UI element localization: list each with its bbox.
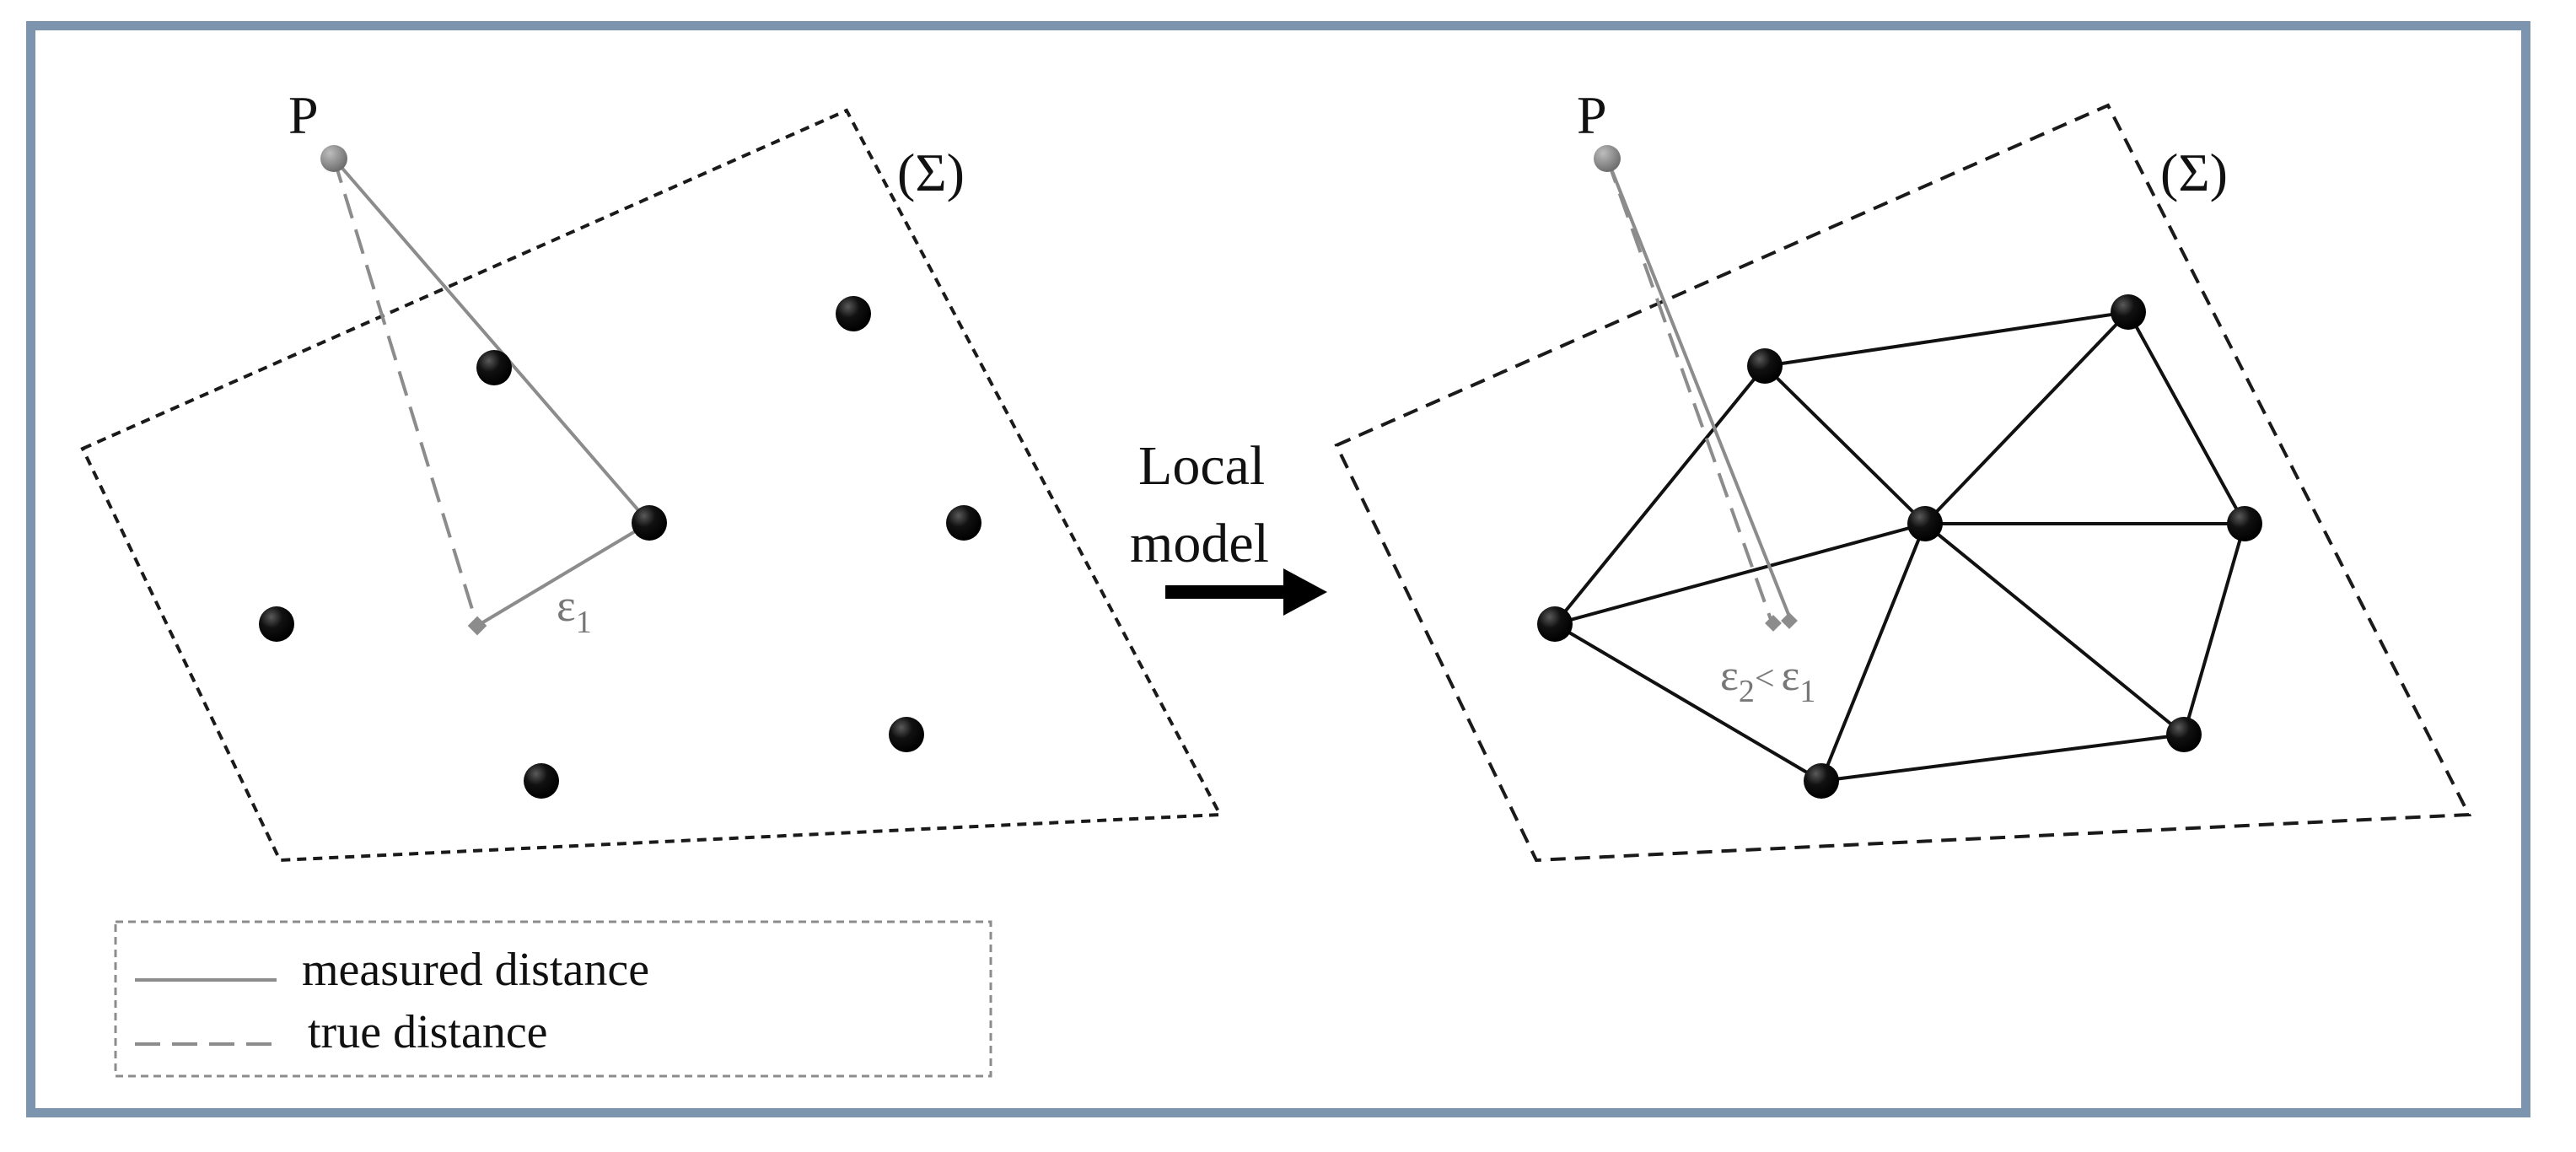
right-surface-boundary [1334, 103, 2472, 863]
transition: Local model [1130, 435, 1327, 616]
left-data-point [632, 505, 667, 541]
left-surface-label: (Σ) [897, 143, 965, 202]
right-data-point [2166, 717, 2202, 752]
right-point-p-label: P [1577, 85, 1607, 145]
legend-true-label: true distance [308, 1006, 548, 1058]
transition-label-line1: Local [1138, 435, 1265, 497]
left-data-point [946, 505, 981, 541]
left-measured-distance-line [332, 157, 651, 525]
figure-frame [26, 21, 2530, 1117]
triangulation-mesh [1553, 310, 2247, 783]
left-foot-marker [467, 616, 487, 636]
right-data-point [2111, 294, 2146, 330]
right-data-point [1747, 348, 1783, 384]
left-error-segment [476, 521, 651, 627]
left-point-p [320, 145, 347, 172]
left-data-point [476, 350, 512, 385]
legend: measured distance true distance [114, 920, 992, 1078]
left-panel: P (Σ) ε1 [80, 85, 1223, 863]
legend-box [114, 920, 992, 1078]
left-data-point [889, 717, 924, 752]
right-panel: P (Σ) ε2<ε1 [1334, 85, 2472, 863]
left-data-point [259, 606, 294, 642]
left-surface-boundary [80, 108, 1223, 863]
right-data-point [1537, 606, 1573, 642]
right-point-p [1594, 145, 1621, 172]
right-error-label: ε2<ε1 [1720, 652, 1815, 709]
legend-measured-label: measured distance [302, 944, 649, 996]
left-point-p-label: P [288, 85, 319, 145]
right-foot-marker [1781, 612, 1798, 629]
right-surface-label: (Σ) [2160, 143, 2228, 202]
right-measured-distance-line [1605, 158, 1793, 622]
right-arrow-icon [1165, 568, 1327, 616]
left-error-label: ε1 [557, 580, 592, 640]
left-true-distance-line [332, 158, 479, 627]
left-data-point [524, 763, 559, 799]
right-data-point [1804, 763, 1839, 799]
left-data-point [836, 296, 871, 331]
right-true-distance-line [1605, 158, 1774, 625]
transition-label-line2: model [1130, 513, 1269, 574]
right-data-point [2227, 506, 2262, 541]
right-foot-marker [1765, 615, 1782, 632]
right-data-point [1907, 506, 1943, 541]
